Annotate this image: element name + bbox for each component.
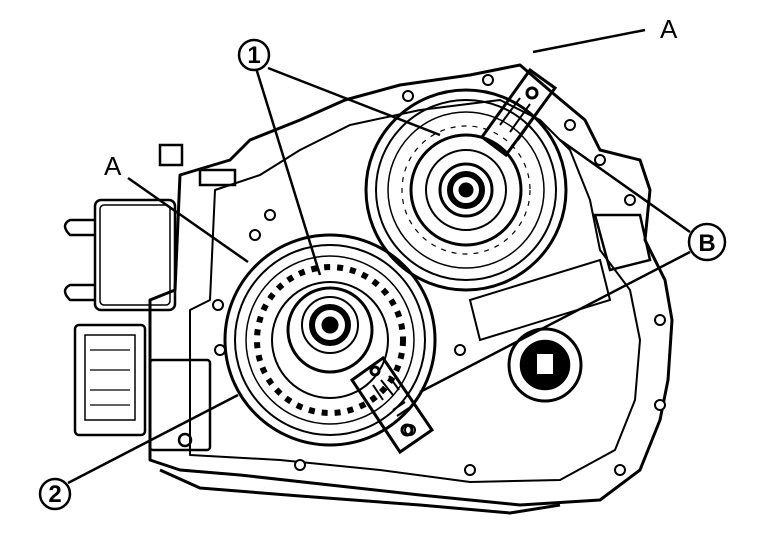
label-1: 1 — [247, 42, 260, 69]
leader-1-left — [254, 67, 322, 276]
label-b: B — [698, 230, 715, 257]
bolt-holes — [212, 74, 666, 476]
callout-1-circle — [237, 38, 271, 72]
right-side-features — [468, 213, 652, 403]
transaxle-housing — [148, 63, 674, 515]
label-2: 2 — [48, 481, 61, 508]
lower-gear-assembly — [223, 233, 437, 447]
leader-a-left — [127, 176, 249, 264]
tool-b-top — [479, 67, 558, 158]
leader-lines — [67, 28, 691, 485]
leader-a-top — [532, 28, 646, 54]
label-a-left: A — [104, 151, 122, 181]
upper-gear-assembly — [364, 88, 568, 292]
leader-b-lower — [419, 250, 691, 394]
leader-2 — [67, 393, 239, 485]
callout-2-circle — [38, 477, 72, 511]
callout-b-circle — [687, 222, 727, 262]
leader-1-right — [267, 66, 441, 137]
tool-b-bottom — [349, 355, 435, 455]
callout-labels: A A 1 2 B — [38, 14, 727, 511]
leader-b-upper — [559, 138, 691, 234]
left-side-components — [63, 143, 237, 452]
label-a-top: A — [660, 14, 678, 44]
